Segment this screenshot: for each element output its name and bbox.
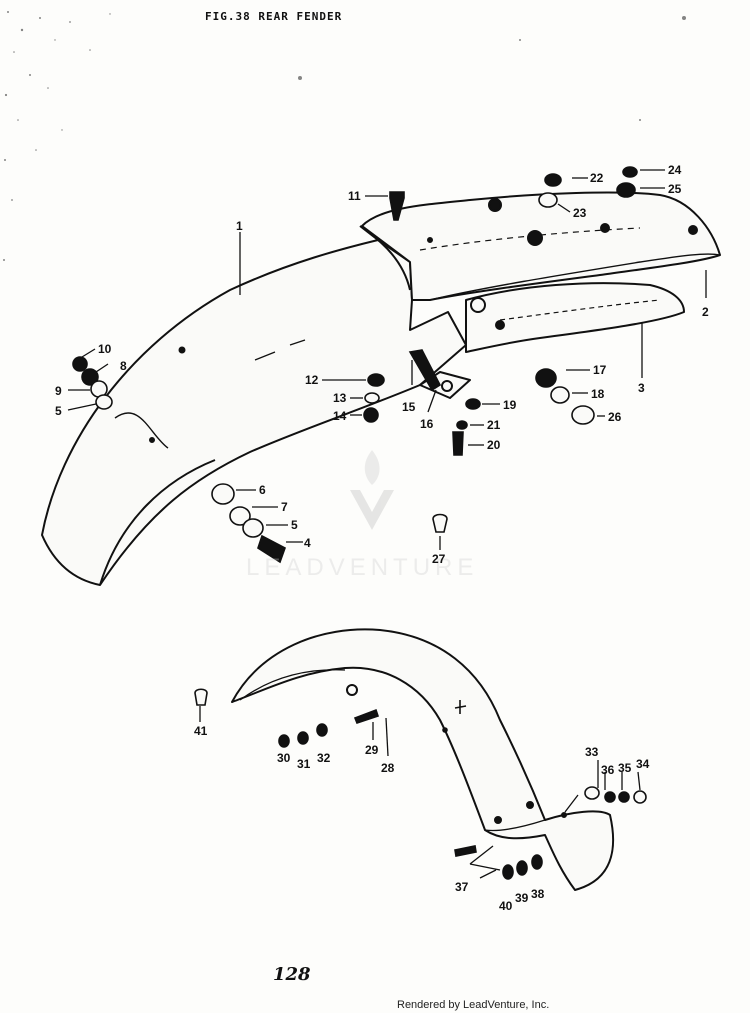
callout-5-lower: 5 bbox=[291, 518, 298, 532]
callout-35: 35 bbox=[618, 761, 632, 775]
scan-noise bbox=[3, 11, 686, 261]
rear-fender-upper bbox=[41, 191, 721, 586]
callout-39: 39 bbox=[515, 891, 529, 905]
callout-23: 23 bbox=[573, 206, 587, 220]
callout-28: 28 bbox=[381, 761, 395, 775]
figure-title: FIG.38 REAR FENDER bbox=[205, 10, 342, 23]
callout-12: 12 bbox=[305, 373, 319, 387]
callout-37: 37 bbox=[455, 880, 469, 894]
callout-6: 6 bbox=[259, 483, 266, 497]
callout-40: 40 bbox=[499, 899, 513, 913]
callout-8: 8 bbox=[120, 359, 127, 373]
callout-26: 26 bbox=[608, 410, 622, 424]
callout-5-left: 5 bbox=[55, 404, 62, 418]
front-fender-lower bbox=[231, 628, 615, 891]
hardware-upper bbox=[72, 166, 638, 564]
callout-24: 24 bbox=[668, 163, 682, 177]
callout-17: 17 bbox=[593, 363, 607, 377]
callout-13: 13 bbox=[333, 391, 347, 405]
callout-16: 16 bbox=[420, 417, 434, 431]
callout-32: 32 bbox=[317, 751, 331, 765]
callout-25: 25 bbox=[668, 182, 682, 196]
leader-lines bbox=[67, 169, 707, 879]
callout-10: 10 bbox=[98, 342, 112, 356]
callout-labels: 1 2 3 4 5 5 6 7 8 9 10 11 12 13 14 15 16… bbox=[55, 163, 709, 913]
callout-11: 11 bbox=[348, 189, 361, 203]
callout-7: 7 bbox=[281, 500, 288, 514]
callout-18: 18 bbox=[591, 387, 605, 401]
hardware-lower bbox=[194, 688, 647, 880]
callout-38: 38 bbox=[531, 887, 545, 901]
watermark-logo: LEADVENTURE bbox=[246, 450, 478, 581]
callout-1: 1 bbox=[236, 219, 243, 233]
callout-41: 41 bbox=[194, 724, 208, 738]
page-number: 128 bbox=[273, 964, 311, 985]
callout-27: 27 bbox=[432, 552, 446, 566]
watermark-text: LEADVENTURE bbox=[246, 554, 478, 581]
callout-19: 19 bbox=[503, 398, 517, 412]
callout-22: 22 bbox=[590, 171, 604, 185]
callout-30: 30 bbox=[277, 751, 291, 765]
callout-9: 9 bbox=[55, 384, 62, 398]
callout-14: 14 bbox=[333, 409, 347, 423]
callout-2: 2 bbox=[702, 305, 709, 319]
callout-29: 29 bbox=[365, 743, 379, 757]
callout-31: 31 bbox=[297, 757, 311, 771]
callout-3: 3 bbox=[638, 381, 645, 395]
callout-36: 36 bbox=[601, 763, 615, 777]
footer-credit: Rendered by LeadVenture, Inc. bbox=[397, 999, 550, 1011]
callout-33: 33 bbox=[585, 745, 599, 759]
callout-15: 15 bbox=[402, 400, 416, 414]
callout-20: 20 bbox=[487, 438, 501, 452]
callout-4: 4 bbox=[304, 536, 311, 550]
callout-21: 21 bbox=[487, 418, 501, 432]
callout-34: 34 bbox=[636, 757, 650, 771]
